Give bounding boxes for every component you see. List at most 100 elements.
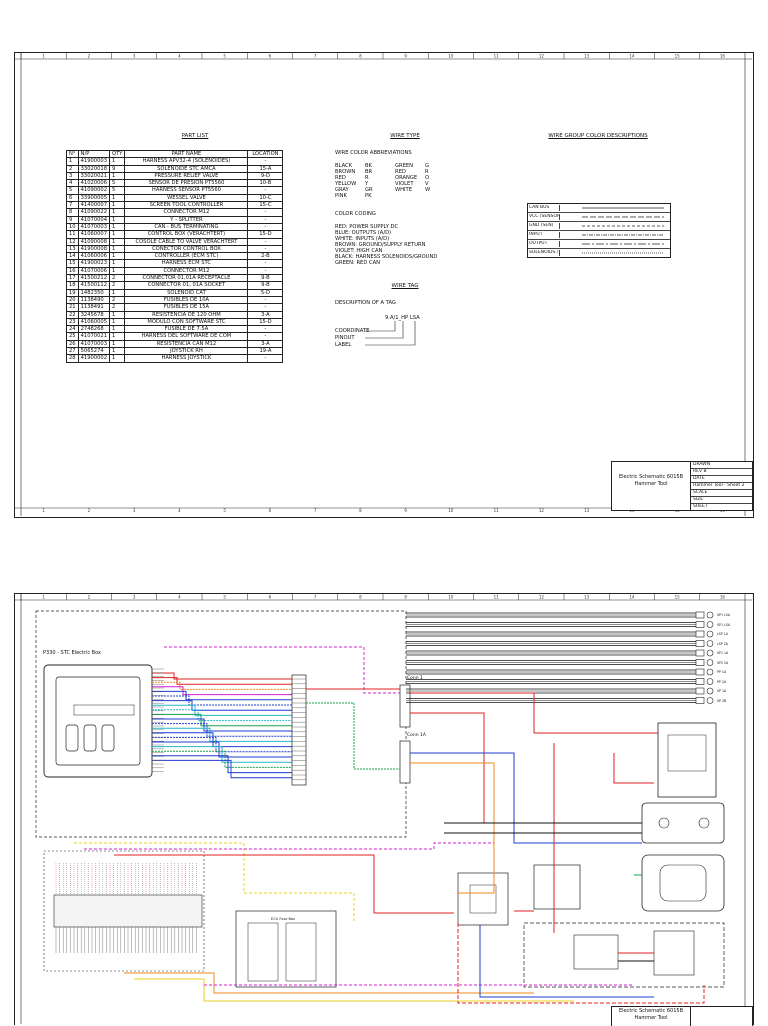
- joystick-module: [641, 854, 725, 912]
- ruler-number: 11: [494, 54, 500, 59]
- title-block-2: Electric Schematic 6015B Hammer Tool: [611, 1006, 753, 1026]
- solenoid-label: SP1 LSA: [717, 613, 731, 617]
- column-header: N°: [66, 149, 79, 159]
- wire-group-label: OUTPUT: [529, 241, 560, 247]
- solenoid-icon: [706, 687, 714, 695]
- part-cell: 41070003: [77, 222, 111, 232]
- ruler-number: 7: [314, 595, 317, 600]
- ruler-number: 9: [404, 54, 407, 59]
- column-header: PART NAME: [124, 149, 249, 159]
- power-distribution: [523, 922, 725, 988]
- solenoid-connector: [695, 687, 705, 695]
- part-cell: RESISTENCIA CAN M12: [124, 339, 249, 349]
- solenoid-label: SP 2B: [717, 698, 727, 703]
- part-cell: 41090008: [77, 237, 111, 246]
- tb-cell: SCALE: [691, 490, 752, 497]
- abbr-cell: BR: [365, 169, 373, 175]
- color-coding-line: WHITE: INPUTS (A/D): [335, 236, 390, 242]
- ruler-number: 13: [584, 508, 590, 513]
- harness-wire: [306, 702, 400, 770]
- ruler-number: 12: [539, 508, 545, 513]
- part-cell: HARNESS APV32-4 (SOLENOIDES): [124, 157, 249, 166]
- part-cell: 21: [66, 303, 79, 312]
- title-block-name-2: Electric Schematic 6015B Hammer Tool: [612, 1007, 691, 1026]
- io-terminal-block: [43, 850, 205, 972]
- part-cell: 41900002: [77, 354, 111, 363]
- harness-wire: [164, 646, 400, 694]
- part-cell: 33020021: [77, 171, 111, 181]
- part-cell: CONNECTOR 01,01A RECEPTACLE: [124, 274, 249, 283]
- part-cell: 22: [66, 310, 79, 319]
- title2-line-1: Electric Schematic 6015B: [618, 1008, 684, 1014]
- ecm-wire: [152, 727, 292, 742]
- abbr-cell: RED: [335, 175, 346, 181]
- ecm-wire: [152, 746, 292, 763]
- part-cell: -: [247, 222, 284, 232]
- ruler-number: 2: [88, 54, 91, 59]
- abbr-cell: PINK: [335, 193, 347, 199]
- part-cell: 4: [66, 179, 79, 188]
- ruler-number: 5: [223, 508, 226, 513]
- part-cell: JOYSTICK RH: [124, 346, 249, 356]
- part-cell: SOLENOID CAT: [124, 288, 249, 297]
- part-cell: PRESSURE RELIEF VALVE: [124, 171, 249, 181]
- part-cell: -: [247, 157, 284, 166]
- part-cell: 1: [109, 157, 126, 166]
- part-cell: -: [247, 354, 284, 363]
- color-coding-title: COLOR CODING: [335, 211, 376, 217]
- color-coding-line: GREEN: RED CAN: [335, 260, 381, 266]
- screen-tool-controller: [657, 722, 717, 798]
- part-cell: 41500112: [77, 281, 111, 290]
- control-box: [641, 802, 725, 844]
- ruler-number: 1: [42, 595, 45, 600]
- part-cell: -: [247, 266, 284, 276]
- solenoid-connector: [695, 640, 705, 647]
- harness-wire: [410, 752, 642, 844]
- abbr-cell: YELLOW: [335, 181, 357, 187]
- part-cell: 41900008: [77, 244, 111, 254]
- wire-group-row: OUTPUT: [528, 240, 670, 249]
- part-cell: 5: [66, 186, 79, 195]
- abbr-title: WIRE COLOR ABBREVIATIONS: [335, 150, 412, 156]
- ruler-number: 8: [359, 595, 362, 600]
- part-cell: 18: [66, 281, 79, 290]
- harness-wire: [613, 753, 654, 784]
- abbr-cell: R: [365, 175, 369, 181]
- part-cell: 41090002: [77, 186, 111, 195]
- part-cell: 41070003: [77, 339, 111, 349]
- conn-1a-label: Conn 1A: [407, 733, 426, 738]
- ruler-number: 8: [359, 508, 362, 513]
- solenoid-icon: [706, 649, 714, 657]
- solenoid-icon: [706, 668, 714, 676]
- part-cell: 10-B: [247, 179, 284, 188]
- part-cell: 17: [66, 274, 79, 283]
- ecm-inner: [55, 676, 141, 766]
- part-cell: 1138490: [77, 295, 111, 305]
- abbr-cell: O: [425, 175, 430, 181]
- abbr-cell: WHITE: [395, 187, 413, 193]
- part-cell: 5-D: [247, 288, 284, 297]
- part-cell: -: [247, 186, 284, 195]
- part-cell: -: [247, 208, 284, 217]
- part-cell: 1: [109, 325, 126, 334]
- part-cell: 2: [109, 303, 126, 312]
- color-coding-line: BLACK: HARNESS SOLENOIDS/GROUND: [335, 254, 438, 260]
- ecm-wire: [152, 709, 292, 722]
- part-cell: -: [247, 259, 284, 268]
- wire-group-sample: [582, 216, 664, 218]
- part-cell: FUSIBLE DE 7.5A: [124, 325, 249, 334]
- wire-group-sample: [582, 252, 664, 254]
- wire-group-row: VCC (SENSOR): [528, 213, 670, 222]
- part-cell: 41060006: [77, 252, 111, 261]
- solenoid-icon: [706, 659, 714, 666]
- solenoid-connector: [695, 611, 705, 619]
- ruler-number: 11: [494, 508, 500, 513]
- color-coding-line: RED: POWER SUPPLY DC: [335, 224, 399, 230]
